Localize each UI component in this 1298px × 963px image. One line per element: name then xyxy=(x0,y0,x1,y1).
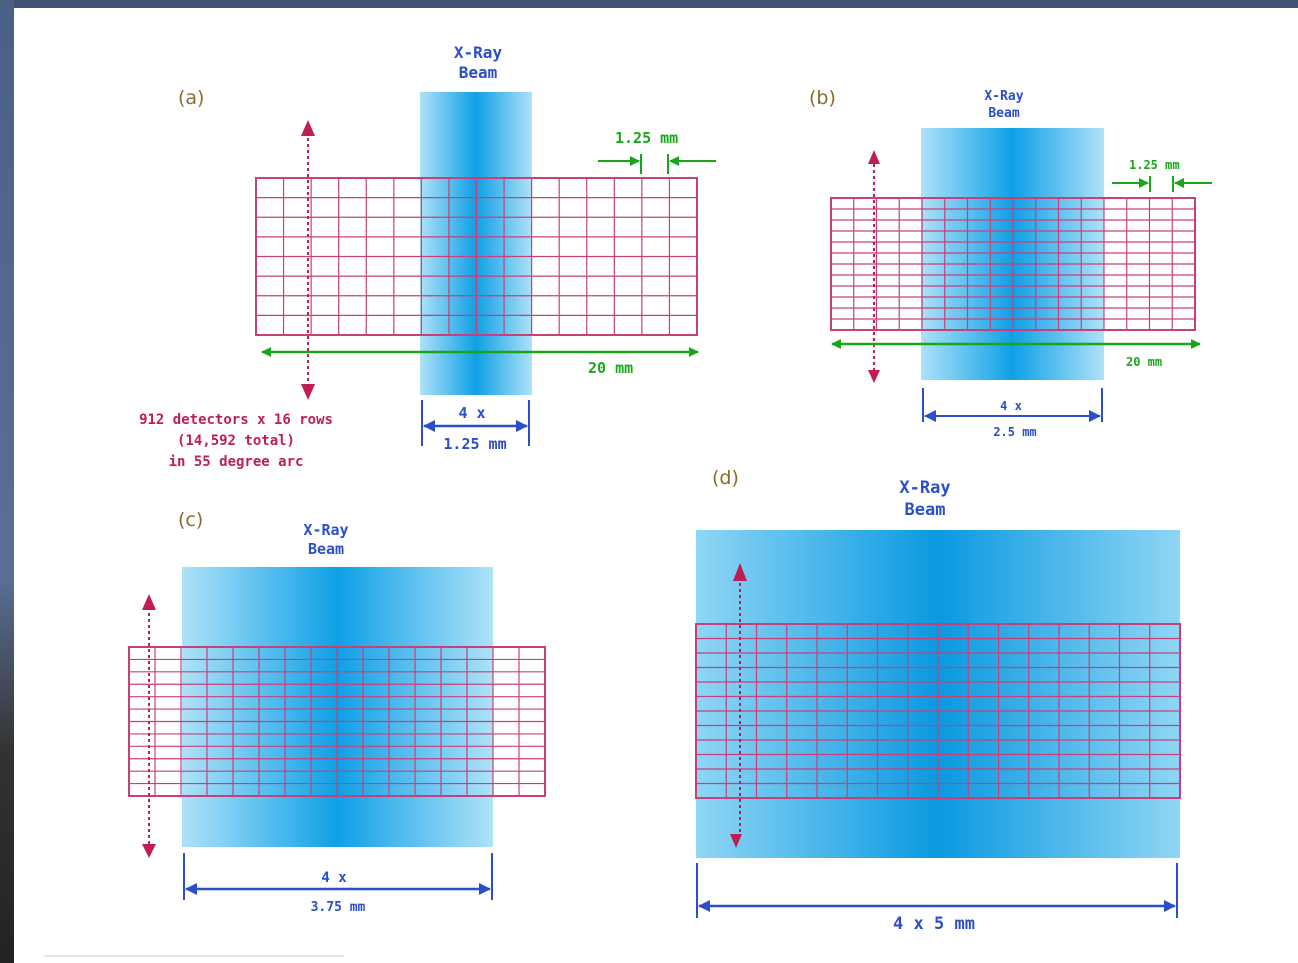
panel-a-slice-top: 4 x xyxy=(458,404,485,422)
panel-c: (c) X-Ray Beam 4 x 3.75 mm xyxy=(128,509,546,915)
panel-b-detector-grid xyxy=(830,197,1196,331)
panel-c-up-arrow-icon xyxy=(142,594,156,610)
panel-a-detector-grid xyxy=(255,177,698,336)
window-top-strip xyxy=(0,0,1298,8)
panel-b-up-arrow-icon xyxy=(868,150,880,164)
panel-b-label: (b) xyxy=(809,87,836,109)
panel-c-slice-top: 4 x xyxy=(321,870,347,886)
panel-b-width-label: 20 mm xyxy=(1126,355,1162,369)
panel-a-beam-title-1: X-Ray xyxy=(454,43,503,62)
panel-a-width-label: 20 mm xyxy=(588,359,633,377)
panel-d-slice-label: 4 x 5 mm xyxy=(893,914,975,934)
panel-b-slice-top: 4 x xyxy=(1000,399,1022,413)
panel-c-slice-bottom: 3.75 mm xyxy=(311,900,366,915)
panel-d: (d) X-Ray Beam 4 x 5 mm xyxy=(695,467,1181,934)
panel-a-cell-label: 1.25 mm xyxy=(615,129,678,147)
panel-d-down-arrow-icon xyxy=(730,834,742,848)
panel-a-label: (a) xyxy=(178,87,204,109)
slide-bottom-rule xyxy=(44,955,344,957)
panel-d-detector-grid xyxy=(695,623,1181,799)
detector-diagram: (a) X-Ray Beam 20 mm 1.25 mm 4 x 1.25 mm… xyxy=(128,43,1212,934)
panel-d-label: (d) xyxy=(712,467,739,489)
panel-b-down-arrow-icon xyxy=(868,370,880,383)
panel-c-down-arrow-icon xyxy=(142,844,156,858)
panel-c-beam-title-2: Beam xyxy=(308,540,344,558)
panel-a-down-arrow-icon xyxy=(301,384,315,400)
panel-a-note-line-3: in 55 degree arc xyxy=(169,454,304,470)
window-left-strip xyxy=(0,0,14,963)
panel-a: (a) X-Ray Beam 20 mm 1.25 mm 4 x 1.25 mm… xyxy=(139,43,716,470)
panel-b-slice-bottom: 2.5 mm xyxy=(993,425,1036,439)
panel-a-slice-bottom: 1.25 mm xyxy=(443,435,506,453)
panel-b: (b) X-Ray Beam 20 mm 1.25 mm 4 x 2.5 mm xyxy=(809,87,1212,439)
panel-a-up-arrow-icon xyxy=(301,120,315,136)
slide-canvas: (a) X-Ray Beam 20 mm 1.25 mm 4 x 1.25 mm… xyxy=(14,8,1298,963)
panel-c-beam-title-1: X-Ray xyxy=(303,521,348,539)
panel-a-beam-title-2: Beam xyxy=(459,63,498,82)
panel-b-cell-label: 1.25 mm xyxy=(1129,158,1180,172)
panel-b-beam-title-1: X-Ray xyxy=(984,89,1023,104)
panel-a-note-line-1: 912 detectors x 16 rows xyxy=(139,412,333,428)
panel-a-note-line-2: (14,592 total) xyxy=(177,433,295,449)
panel-d-beam-title-1: X-Ray xyxy=(899,478,950,498)
panel-d-up-arrow-icon xyxy=(733,563,747,581)
panel-b-beam-title-2: Beam xyxy=(988,106,1019,121)
panel-c-label: (c) xyxy=(178,509,203,531)
panel-d-beam-title-2: Beam xyxy=(905,500,946,520)
panel-c-detector-grid xyxy=(128,646,546,797)
